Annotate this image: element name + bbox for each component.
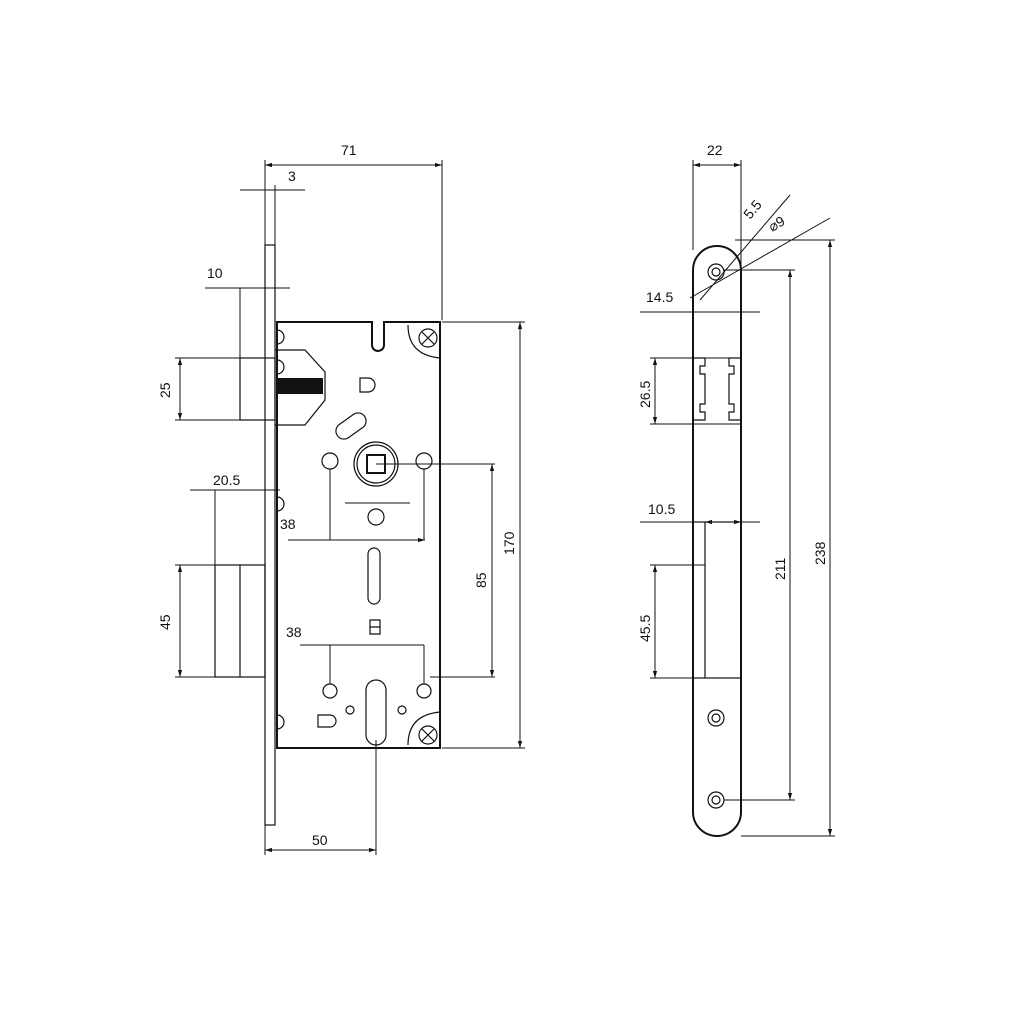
screw-icon — [418, 725, 438, 745]
dim-hole-offset: 14.5 — [646, 289, 673, 305]
cylinder-hole — [365, 679, 387, 746]
dim-spindle-offset: 38 — [280, 516, 296, 532]
dim-case-height: 170 — [501, 531, 517, 555]
dim-center-distance: 85 — [473, 572, 489, 588]
dim-screw-hole-large: ⌀9 — [766, 213, 788, 235]
front-view: 71 3 10 25 20.5 38 45 38 85 170 50 — [157, 142, 525, 855]
dim-cylinder-offset: 38 — [286, 624, 302, 640]
dim-latch-height: 25 — [157, 382, 173, 398]
dim-bolt-opening: 45.5 — [637, 615, 653, 642]
dim-hole-spacing: 211 — [772, 557, 788, 580]
dim-width-total: 71 — [341, 142, 357, 158]
latch-opening — [693, 357, 741, 421]
dim-bolt-depth: 10.5 — [648, 501, 675, 517]
dim-bolt-projection: 20.5 — [213, 472, 240, 488]
latch-spring — [278, 378, 323, 394]
dim-bolt-height: 45 — [157, 614, 173, 630]
dim-plate-width: 22 — [707, 142, 723, 158]
dim-screw-hole-small: 5.5 — [740, 197, 765, 222]
faceplate — [264, 244, 276, 826]
lock-case — [276, 321, 441, 749]
bolt-opening — [704, 521, 742, 679]
dim-backset: 50 — [312, 832, 328, 848]
strike-plate — [692, 245, 742, 837]
dim-faceplate-thickness: 3 — [288, 168, 296, 184]
dim-latch-opening: 26.5 — [637, 381, 653, 408]
screw-icon — [418, 328, 438, 348]
latch — [239, 357, 276, 421]
side-view: 22 5.5 ⌀9 14.5 26.5 10.5 45.5 211 238 — [637, 142, 835, 837]
dim-plate-length: 238 — [812, 541, 828, 565]
dim-latch-projection: 10 — [207, 265, 223, 281]
